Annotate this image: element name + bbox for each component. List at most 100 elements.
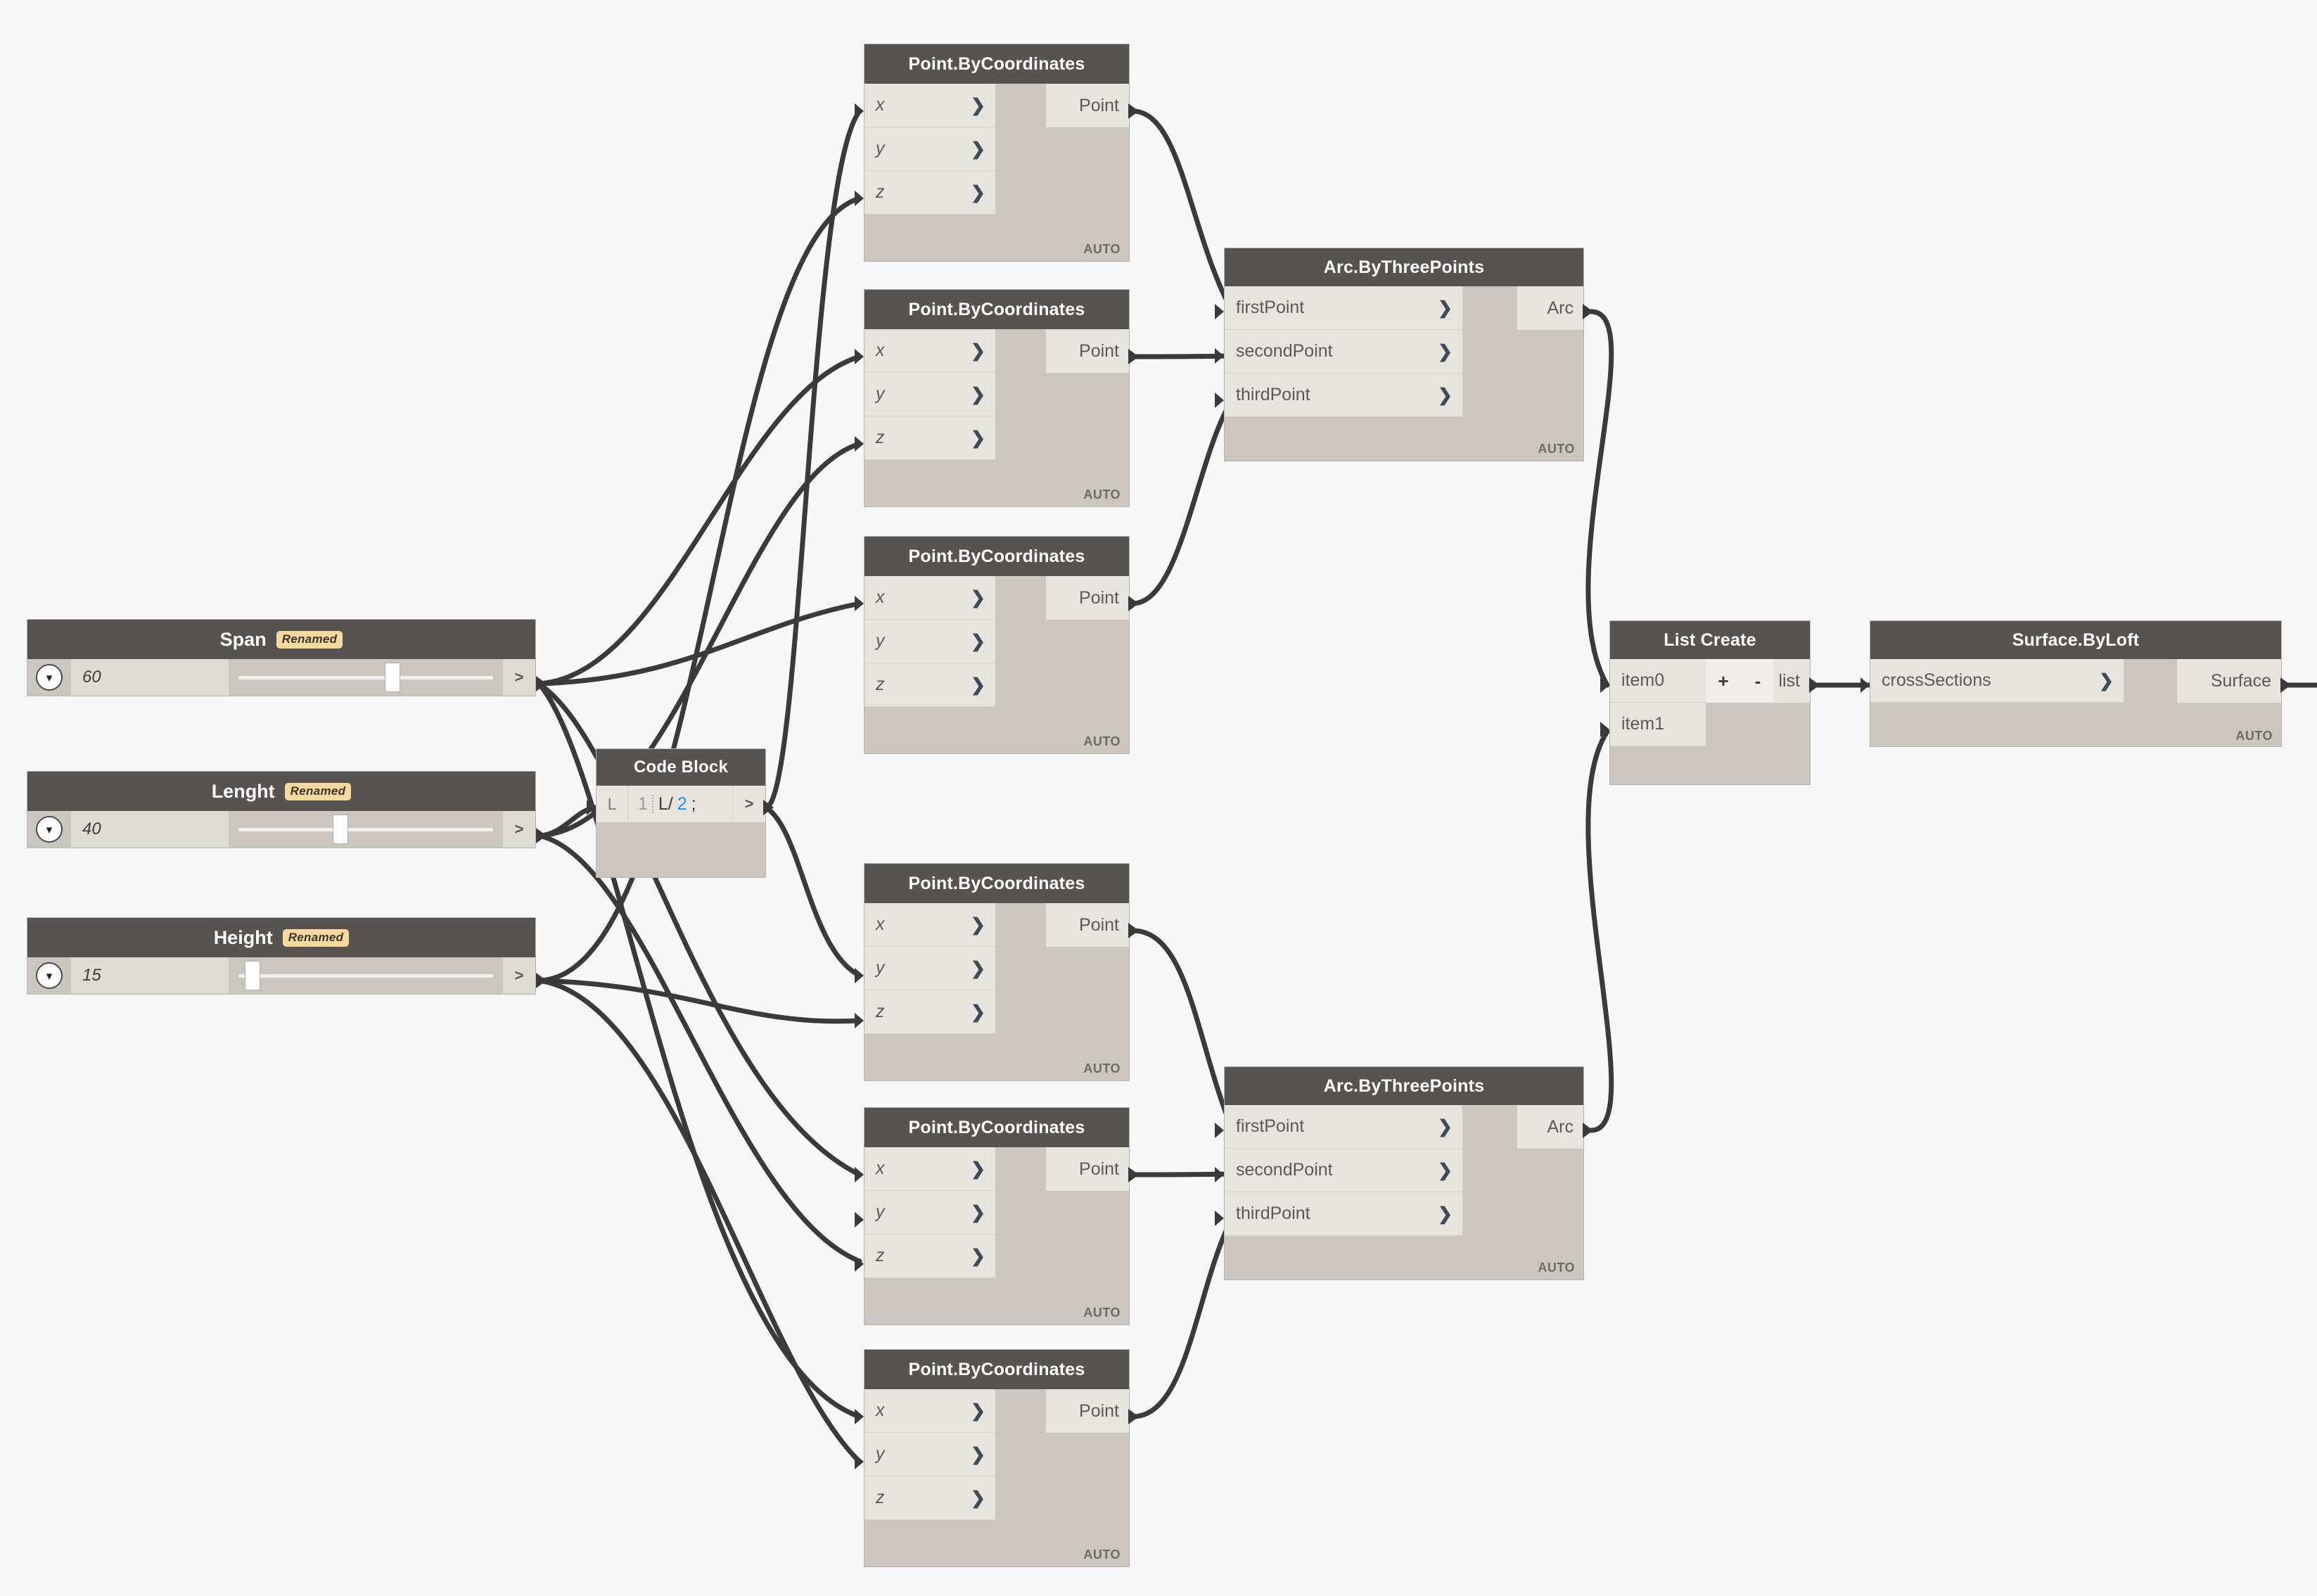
input-ports-point-3: x❯ y❯ z❯ — [864, 576, 995, 707]
output-port-surface[interactable]: Surface — [2177, 659, 2281, 703]
input-port-y[interactable]: y❯ — [864, 127, 995, 171]
input-port-y[interactable]: y❯ — [864, 947, 995, 990]
slider-thumb-span[interactable] — [385, 663, 401, 692]
input-label-z: z — [876, 1246, 885, 1265]
input-port-z[interactable]: z❯ — [864, 1476, 995, 1520]
node-arc-bythreepoints-2[interactable]: Arc.ByThreePoints firstPoint❯ secondPoin… — [1224, 1066, 1584, 1280]
slider-node-span[interactable]: Span Renamed ▾ 60 > — [27, 619, 536, 696]
input-port-secondPoint[interactable]: secondPoint❯ — [1225, 330, 1462, 374]
input-label-x: x — [876, 1400, 885, 1420]
chevron-right-icon: ❯ — [1438, 298, 1453, 318]
input-port-z[interactable]: z❯ — [864, 990, 995, 1034]
code-block-output-port[interactable]: > — [732, 786, 765, 822]
chevron-right-icon: ❯ — [971, 428, 985, 448]
code-block-input-port-L[interactable]: L — [596, 786, 628, 822]
node-point-bycoordinates-1[interactable]: Point.ByCoordinates x❯ y❯ z❯ Point AUTO — [864, 44, 1130, 262]
slider-thumb-lenght[interactable] — [333, 815, 349, 844]
output-port-arc-2[interactable]: Arc — [1517, 1105, 1583, 1149]
input-port-secondPoint[interactable]: secondPoint❯ — [1225, 1149, 1462, 1192]
input-port-y[interactable]: y❯ — [864, 620, 995, 663]
input-port-z[interactable]: z❯ — [864, 663, 995, 707]
input-port-x[interactable]: x❯ — [864, 576, 995, 620]
slider-expand-cell-height[interactable]: ▾ — [27, 957, 71, 994]
node-body-point-4: x❯ y❯ z❯ Point AUTO — [864, 903, 1129, 1080]
output-port-arc-1[interactable]: Arc — [1517, 286, 1583, 330]
output-port-point-1[interactable]: Point — [1046, 84, 1129, 127]
input-port-x[interactable]: x❯ — [864, 1389, 995, 1433]
input-ports-point-4: x❯ y❯ z❯ — [864, 903, 995, 1034]
slider-output-port-lenght[interactable]: > — [503, 811, 535, 848]
chevron-right-icon: ❯ — [971, 1002, 985, 1022]
renamed-badge: Renamed — [284, 782, 352, 800]
input-ports-list-create: item0 item1 — [1610, 659, 1706, 746]
input-ports-point-6: x❯ y❯ z❯ — [864, 1389, 995, 1520]
slider-track-height[interactable] — [229, 957, 503, 994]
input-port-thirdPoint[interactable]: thirdPoint❯ — [1225, 1192, 1462, 1236]
node-code-block[interactable]: Code Block L 1 L/2; > — [596, 748, 766, 878]
code-block-editor[interactable]: 1 L/2; — [628, 786, 732, 822]
chevron-down-icon[interactable]: ▾ — [36, 664, 63, 691]
slider-node-height[interactable]: Height Renamed ▾ 15 > — [27, 917, 536, 995]
slider-expand-cell-span[interactable]: ▾ — [27, 659, 71, 696]
node-surface-byloft[interactable]: Surface.ByLoft crossSections❯ Surface AU… — [1870, 620, 2282, 747]
output-port-list[interactable]: list — [1773, 659, 1810, 703]
input-port-x[interactable]: x❯ — [864, 903, 995, 947]
input-port-firstPoint[interactable]: firstPoint❯ — [1225, 286, 1462, 330]
input-port-item0[interactable]: item0 — [1610, 659, 1706, 703]
input-port-x[interactable]: x❯ — [864, 329, 995, 373]
chevron-down-icon[interactable]: ▾ — [36, 962, 63, 989]
input-port-z[interactable]: z❯ — [864, 171, 995, 215]
port-nub-arc2-first — [1215, 1123, 1224, 1138]
input-label-x: x — [876, 1158, 885, 1178]
input-port-y[interactable]: y❯ — [864, 1191, 995, 1234]
node-point-bycoordinates-5[interactable]: Point.ByCoordinates x❯ y❯ z❯ Point AUTO — [864, 1107, 1130, 1325]
slider-title-span: Span — [219, 628, 267, 650]
input-port-z[interactable]: z❯ — [864, 416, 995, 460]
input-label-secondpoint: secondPoint — [1236, 1160, 1333, 1180]
node-title-list-create: List Create — [1610, 621, 1810, 659]
chevron-down-icon[interactable]: ▾ — [36, 816, 63, 843]
wire-codeblock-to-point4-y — [763, 805, 862, 978]
output-port-point-4[interactable]: Point — [1046, 903, 1129, 947]
slider-output-port-span[interactable]: > — [503, 659, 535, 696]
node-list-create[interactable]: List Create item0 item1 + - list — [1609, 620, 1811, 785]
output-port-point-6[interactable]: Point — [1046, 1389, 1129, 1433]
chevron-right-icon: ❯ — [971, 1246, 985, 1266]
slider-node-lenght[interactable]: Lenght Renamed ▾ 40 > — [27, 771, 536, 848]
wire-height-to-point6-y — [536, 978, 862, 1464]
input-port-thirdPoint[interactable]: thirdPoint❯ — [1225, 374, 1462, 417]
node-point-bycoordinates-3[interactable]: Point.ByCoordinates x❯ y❯ z❯ Point AUTO — [864, 536, 1130, 754]
input-port-y[interactable]: y❯ — [864, 373, 995, 416]
input-port-crossSections[interactable]: crossSections ❯ — [1870, 659, 2124, 703]
node-arc-bythreepoints-1[interactable]: Arc.ByThreePoints firstPoint❯ secondPoin… — [1224, 248, 1584, 461]
node-point-bycoordinates-6[interactable]: Point.ByCoordinates x❯ y❯ z❯ Point AUTO — [864, 1349, 1130, 1567]
slider-value-span[interactable]: 60 — [71, 659, 229, 696]
add-item-button[interactable]: + — [1706, 659, 1742, 703]
input-port-firstPoint[interactable]: firstPoint❯ — [1225, 1105, 1462, 1149]
input-port-y[interactable]: y❯ — [864, 1433, 995, 1476]
slider-track-lenght[interactable] — [229, 811, 503, 848]
output-port-point-2[interactable]: Point — [1046, 329, 1129, 373]
slider-thumb-height[interactable] — [245, 961, 261, 990]
node-title-surface-byloft: Surface.ByLoft — [1870, 621, 2281, 659]
slider-track-span[interactable] — [229, 659, 503, 696]
input-ports-point-2: x❯ y❯ z❯ — [864, 329, 995, 460]
node-point-bycoordinates-2[interactable]: Point.ByCoordinates x❯ y❯ z❯ Point AUTO — [864, 289, 1130, 507]
input-port-item1[interactable]: item1 — [1610, 703, 1706, 746]
output-port-point-5[interactable]: Point — [1046, 1147, 1129, 1191]
slider-value-height[interactable]: 15 — [71, 957, 229, 994]
input-label-crosssections: crossSections — [1882, 670, 1991, 690]
input-port-x[interactable]: x❯ — [864, 1147, 995, 1191]
output-port-point-3[interactable]: Point — [1046, 576, 1129, 620]
input-port-z[interactable]: z❯ — [864, 1234, 995, 1278]
slider-output-port-height[interactable]: > — [503, 957, 535, 994]
slider-expand-cell-lenght[interactable]: ▾ — [27, 811, 71, 848]
slider-value-lenght[interactable]: 40 — [71, 811, 229, 848]
node-body-surface-byloft: crossSections❯ Surface AUTO — [1870, 659, 2281, 748]
input-port-x[interactable]: x❯ — [864, 84, 995, 127]
remove-item-button[interactable]: - — [1741, 659, 1775, 703]
chevron-right-icon: ❯ — [1438, 1204, 1453, 1224]
node-point-bycoordinates-4[interactable]: Point.ByCoordinates x❯ y❯ z❯ Point AUTO — [864, 863, 1130, 1081]
chevron-right-icon: ❯ — [2099, 670, 2114, 691]
